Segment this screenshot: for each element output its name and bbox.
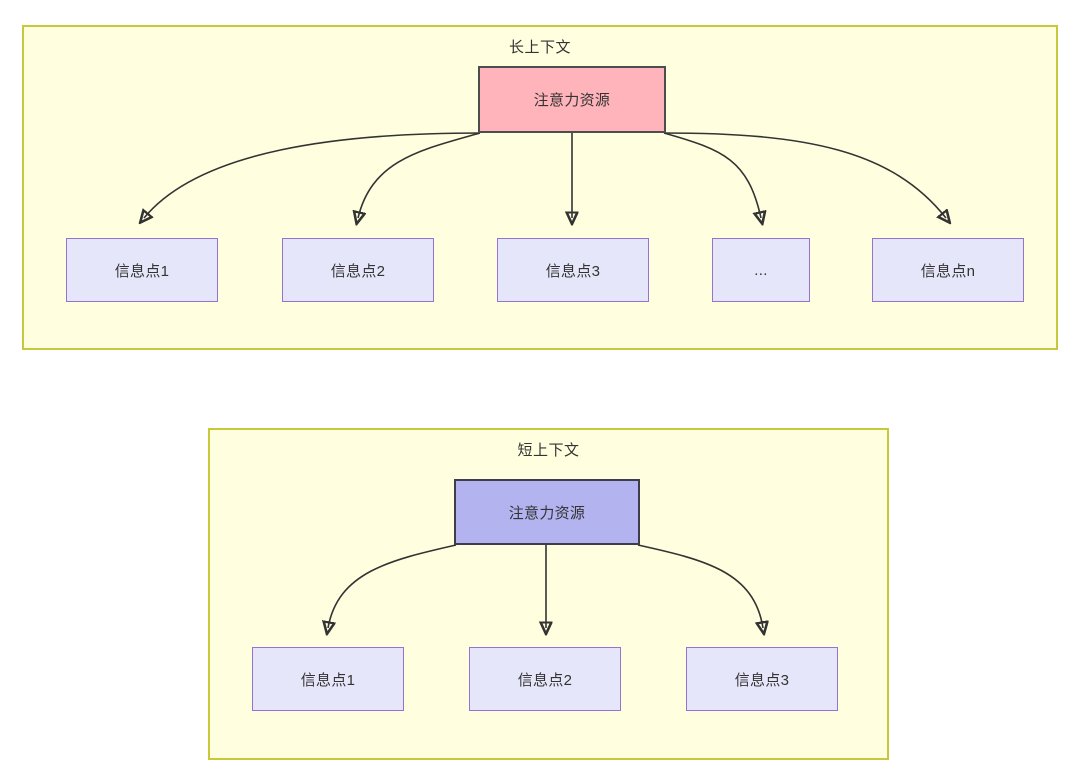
group-long-context-title: 长上下文	[508, 39, 571, 56]
node-long-leaf-3[interactable]: 信息点3	[497, 238, 649, 302]
node-short-root-label: 注意力资源	[508, 504, 586, 522]
node-short-leaf-3[interactable]: 信息点3	[686, 647, 838, 711]
node-short-root[interactable]: 注意力资源	[454, 479, 640, 545]
node-long-leaf-ellipsis[interactable]: ...	[712, 238, 810, 302]
node-long-leaf-3-label: 信息点3	[545, 262, 601, 280]
node-long-leaf-2-label: 信息点2	[330, 262, 386, 280]
node-short-leaf-2[interactable]: 信息点2	[469, 647, 621, 711]
node-long-root[interactable]: 注意力资源	[478, 66, 666, 133]
node-long-leaf-ellipsis-label: ...	[754, 261, 768, 279]
node-long-leaf-n-label: 信息点n	[920, 262, 976, 280]
node-long-leaf-2[interactable]: 信息点2	[282, 238, 434, 302]
group-short-context-title: 短上下文	[517, 442, 580, 459]
node-long-leaf-n[interactable]: 信息点n	[872, 238, 1024, 302]
node-short-leaf-2-label: 信息点2	[517, 671, 573, 689]
node-long-root-label: 注意力资源	[533, 92, 611, 109]
node-short-leaf-1-label: 信息点1	[300, 671, 356, 689]
node-long-leaf-1[interactable]: 信息点1	[66, 238, 218, 302]
node-short-leaf-3-label: 信息点3	[734, 671, 790, 689]
node-long-leaf-1-label: 信息点1	[114, 262, 170, 280]
node-short-leaf-1[interactable]: 信息点1	[252, 647, 404, 711]
